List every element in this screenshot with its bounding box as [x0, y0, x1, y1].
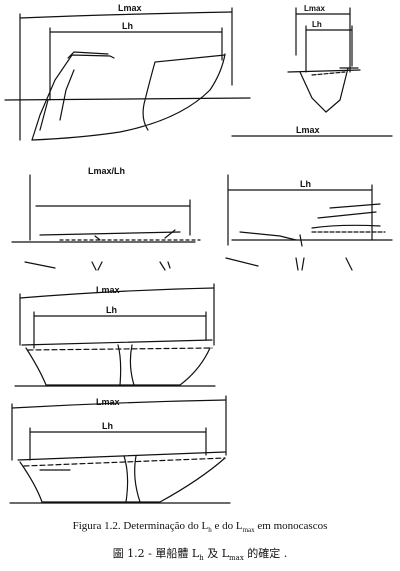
caption-chinese: 圖 1.2 - 單船體 Lh 及 Lmax 的確定 .: [112, 547, 288, 563]
label-lmax-3: Lmax: [296, 125, 320, 135]
hull-diagram-5: [14, 283, 216, 387]
label-lh-1: Lh: [122, 21, 133, 31]
label-lmax-1: Lmax: [118, 3, 142, 13]
label-lh-4: Lh: [300, 179, 311, 189]
label-lh-5: Lh: [106, 305, 117, 315]
label-lh-6: Lh: [102, 421, 113, 431]
hull-diagram-2: [287, 7, 361, 113]
label-lmax-5: Lmax: [96, 285, 120, 295]
hull-diagram-1: [4, 7, 251, 141]
label-lmax-lh: Lmax/Lh: [88, 166, 125, 176]
label-lh-2: Lh: [312, 20, 322, 29]
hull-diagram-3: [11, 174, 201, 271]
hull-diagram-4: [225, 135, 393, 271]
caption-portuguese: Figura 1.2. Determinação do Lh e do Lmax…: [72, 520, 328, 535]
label-lmax-6: Lmax: [96, 397, 120, 407]
label-lmax-2: Lmax: [304, 4, 325, 13]
hull-diagram-6: [9, 395, 231, 504]
figure-drawings: Lmax Lh Lmax Lh Lmax Lmax/Lh Lh Lmax Lh …: [4, 3, 393, 504]
